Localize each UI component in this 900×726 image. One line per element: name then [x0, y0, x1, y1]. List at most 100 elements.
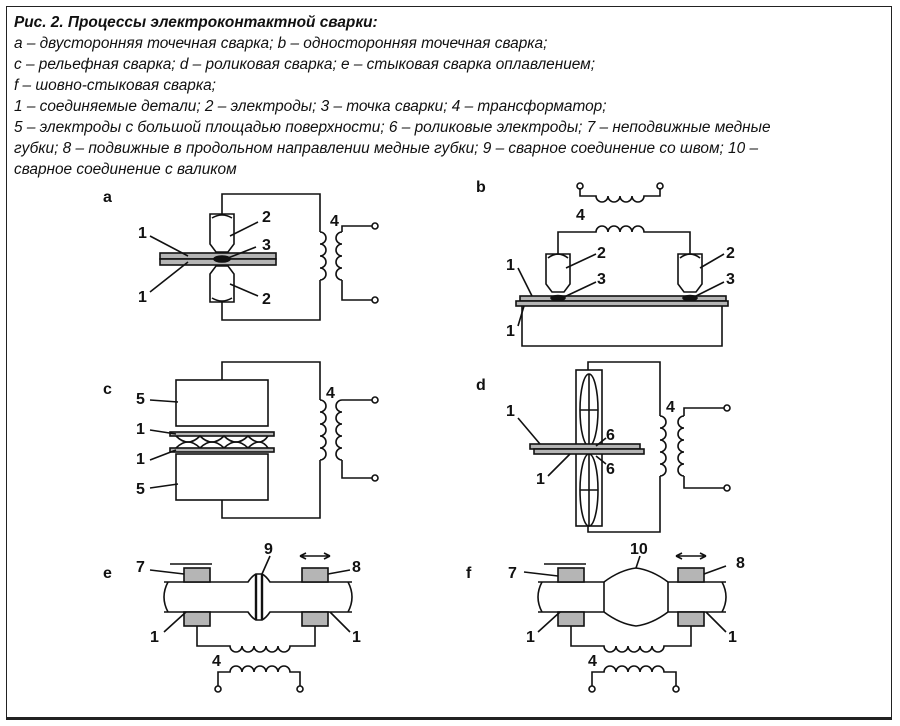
panel-a-label-4: 4	[330, 213, 339, 230]
panel-a-label-1a: 1	[138, 225, 147, 242]
panel-f-coil-secondary	[570, 626, 692, 653]
panel-a-label-3: 3	[262, 237, 271, 254]
caption-line-1: а – двусторонняя точечная сварка; b – од…	[14, 35, 548, 52]
panel-b-terminal-left	[576, 182, 584, 190]
panel-f-move-arrow	[675, 552, 707, 560]
panel-d-label-1b: 1	[536, 471, 545, 488]
panel-e-jaw-moving-top	[301, 567, 329, 583]
panel-e-move-arrow	[299, 552, 331, 560]
panel-e-label-1a: 1	[150, 629, 159, 646]
panel-b-letter: b	[476, 179, 486, 196]
panel-b-label-2b: 2	[726, 245, 735, 262]
panel-a-terminal-top	[371, 222, 379, 230]
panel-a-label-2a: 2	[262, 209, 271, 226]
panel-b-label-1a: 1	[506, 257, 515, 274]
caption-line-3: f – шовно-стыковая сварка;	[14, 77, 216, 94]
panel-f-label-1b: 1	[728, 629, 737, 646]
panel-e-weld-seam	[254, 574, 264, 620]
panel-a-electrode-upper	[209, 213, 235, 253]
panel-b-sheet-bottom	[515, 300, 729, 307]
panel-e: e 7 9 8 1 1 4	[103, 541, 361, 693]
panel-e-jaw-moving-bottom	[301, 611, 329, 627]
panel-c-letter: c	[103, 381, 112, 398]
panel-e-coil-secondary	[196, 626, 316, 653]
panel-f-label-10: 10	[630, 541, 648, 558]
panel-b-coil-secondary	[557, 225, 691, 246]
panel-f-jaw-moving-bottom	[677, 611, 705, 627]
panel-e-label-4: 4	[212, 653, 221, 670]
panel-f-jaw-moving-top	[677, 567, 705, 583]
panel-c: c 5 5 1 1 4	[103, 361, 379, 519]
panel-a-label-2b: 2	[262, 291, 271, 308]
panel-a-letter: a	[103, 189, 112, 206]
panel-a-wire-top	[221, 193, 321, 232]
panel-f-letter: f	[466, 565, 472, 582]
panel-c-electrode-upper	[175, 379, 269, 427]
panel-d-label-6b: 6	[606, 461, 615, 478]
panel-e-label-9: 9	[264, 541, 273, 558]
panel-a-wire-bottom	[221, 284, 321, 321]
panel-d-label-4: 4	[666, 399, 675, 416]
panel-f-label-4: 4	[588, 653, 597, 670]
panel-c-relief-top	[175, 434, 269, 443]
panel-e-label-1b: 1	[352, 629, 361, 646]
panel-f-rod-bottom	[538, 611, 726, 627]
panel-b-electrode-left	[545, 253, 571, 293]
panel-c-coil-primary	[319, 399, 327, 462]
panel-d-coil-secondary	[677, 407, 724, 489]
panel-f-label-7: 7	[508, 565, 517, 582]
panel-c-electrode-lower	[175, 453, 269, 501]
panel-e-rod-bottom	[164, 611, 352, 621]
panel-d-letter: d	[476, 377, 486, 394]
panel-b-label-3a: 3	[597, 271, 606, 288]
panel-f-jaw-fixed-bottom	[557, 611, 585, 627]
panel-b-terminal-right	[656, 182, 664, 190]
panel-d-label-1a: 1	[506, 403, 515, 420]
panel-c-label-4: 4	[326, 385, 335, 402]
panel-d-label-6a: 6	[606, 427, 615, 444]
bottom-rule	[6, 718, 892, 720]
panel-c-label-5b: 5	[136, 481, 145, 498]
panel-c-label-5a: 5	[136, 391, 145, 408]
panel-f-label-8: 8	[736, 555, 745, 572]
panel-b-electrode-right	[677, 253, 703, 293]
panel-b-label-2a: 2	[597, 245, 606, 262]
panel-b-label-4: 4	[576, 207, 585, 224]
panel-f-weld-bead	[603, 582, 669, 612]
panel-e-letter: e	[103, 565, 112, 582]
panel-b-base	[521, 306, 723, 347]
panel-c-relief-bottom	[175, 441, 269, 450]
figure-frame	[6, 6, 892, 718]
panel-a-label-1b: 1	[138, 289, 147, 306]
panel-f-label-1a: 1	[526, 629, 535, 646]
panel-c-coil-secondary	[335, 399, 372, 479]
panel-f-coil-primary	[591, 665, 677, 686]
caption-line-7: сварное соединение с валиком	[14, 161, 237, 178]
caption-line-5: 5 – электроды с большой площадью поверхн…	[14, 119, 771, 136]
panel-a-coil-primary	[319, 231, 327, 284]
panel-e-jaw-fixed-top	[183, 567, 211, 583]
panel-e-label-8: 8	[352, 559, 361, 576]
panel-a-terminal-bottom	[371, 296, 379, 304]
panel-e-rod-top	[164, 573, 352, 583]
panel-a-coil-secondary	[335, 225, 372, 301]
panel-f-jaw-fixed-top	[557, 567, 585, 583]
caption-line-2: с – рельефная сварка; d – роликовая свар…	[14, 56, 595, 73]
panel-d: d 1 1 6 6 4	[476, 361, 731, 533]
panel-b: b 1 1 2 2 3 3 4	[476, 179, 735, 347]
caption-line-6: губки; 8 – подвижные в продольном направ…	[14, 140, 759, 157]
panel-c-label-1b: 1	[136, 451, 145, 468]
panel-b-coil-primary	[579, 188, 661, 203]
panel-c-label-1a: 1	[136, 421, 145, 438]
figure-caption: Рис. 2. Процессы электроконтактной сварк…	[14, 12, 874, 180]
panel-d-coil-primary	[659, 415, 667, 477]
panel-e-coil-primary	[217, 665, 301, 686]
caption-line-4: 1 – соединяемые детали; 2 – электроды; 3…	[14, 98, 607, 115]
panel-a: a 1 1 2 2 3 4	[103, 189, 379, 321]
panel-b-label-1b: 1	[506, 323, 515, 340]
panel-e-jaw-fixed-bottom	[183, 611, 211, 627]
panel-f: f 7 10 8 1 1 4	[466, 541, 745, 693]
panel-a-electrode-lower	[209, 265, 235, 303]
panel-b-label-3b: 3	[726, 271, 735, 288]
